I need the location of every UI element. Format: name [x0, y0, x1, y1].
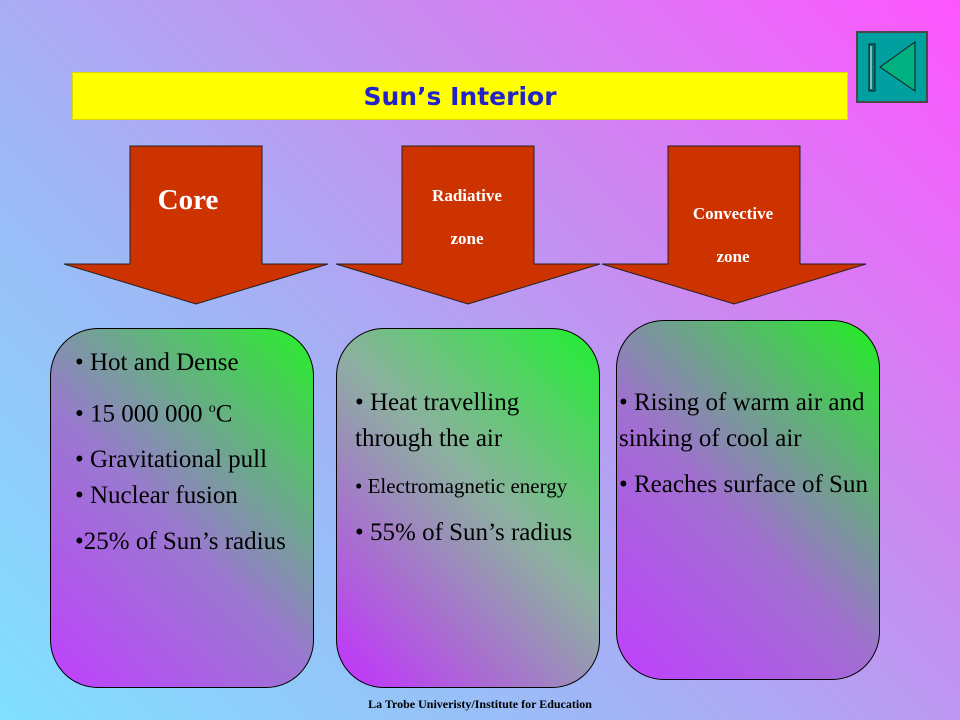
footer-credit: La Trobe Univeristy/Institute for Educat… [368, 697, 592, 711]
convective-zone-arrow [601, 145, 867, 305]
convective-zone-facts-box: • Rising of warm air and sinking of cool… [616, 320, 880, 680]
list-item: • Electromagnetic energy [355, 474, 568, 498]
convective-zone-label: Convective zone [692, 204, 774, 266]
radiative-zone-label: Radiative zone [432, 186, 502, 248]
radiative-zone-facts-box: • Heat travelling through the air • Elec… [336, 328, 600, 688]
page-title: Sun’s Interior [363, 81, 557, 111]
list-item: • Heat travelling through the air [355, 389, 520, 452]
list-item: •25% of Sun’s radius [75, 528, 286, 556]
skip-to-start-icon [868, 41, 916, 92]
list-item: • 15 000 000 oC [75, 400, 233, 428]
core-arrow [63, 145, 329, 305]
list-item: • 55% of Sun’s radius [355, 519, 573, 546]
title-bar: Sun’s Interior [72, 72, 848, 120]
list-item: • Hot and Dense [75, 349, 239, 376]
list-item: • Gravitational pull [75, 446, 268, 474]
radiative-zone-arrow [335, 145, 601, 305]
list-item: • Rising of warm air and sinking of cool… [619, 389, 865, 452]
core-facts-box: • Hot and Dense • 15 000 000 oC • Gravit… [50, 328, 314, 688]
back-to-start-button[interactable] [856, 31, 928, 103]
zone-arrows [63, 145, 867, 305]
list-item: • Reaches surface of Sun [619, 471, 868, 498]
core-label: Core [157, 184, 219, 216]
list-item: • Nuclear fusion [75, 482, 238, 510]
